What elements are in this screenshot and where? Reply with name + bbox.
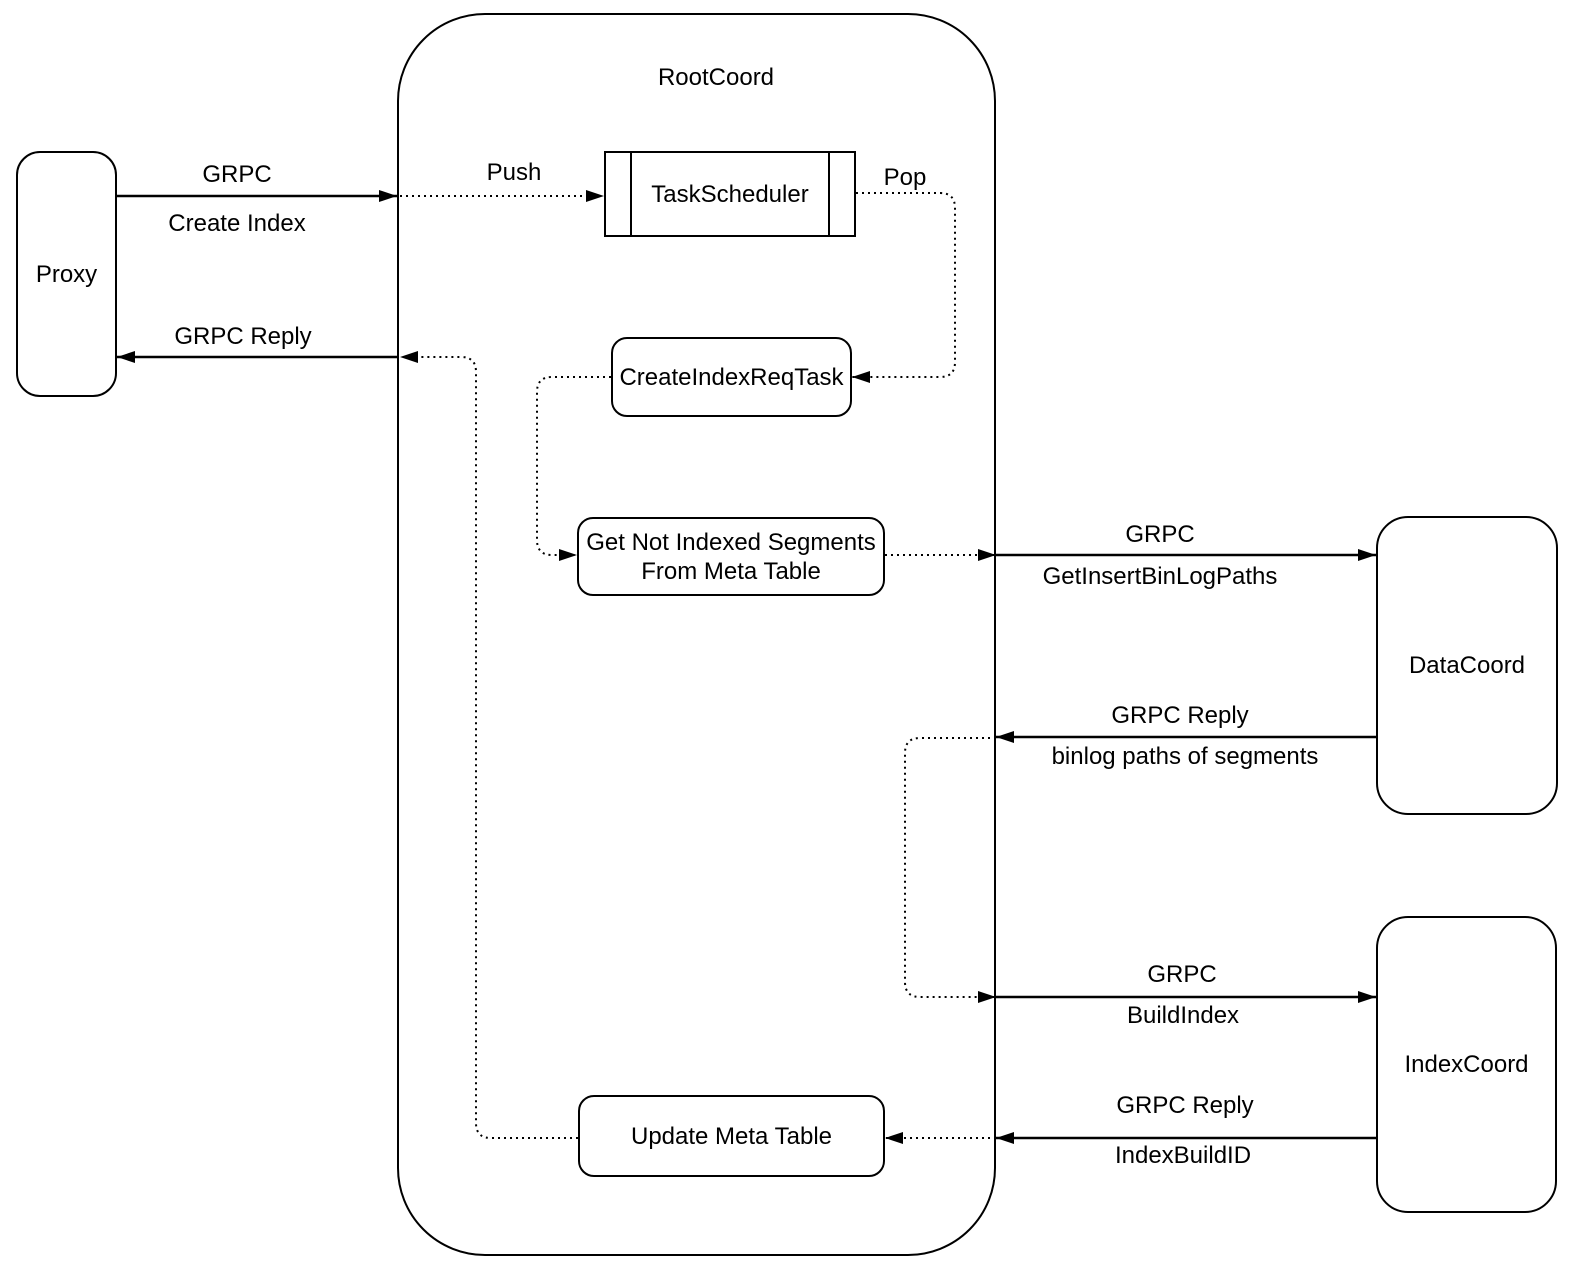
node-update-meta-table: Update Meta Table [578,1095,885,1177]
get-not-indexed-line1: Get Not Indexed Segments [586,528,876,556]
rootcoord-container [397,13,996,1256]
edge-task-to-get-segments [536,376,611,561]
task-scheduler-left-bar [630,150,632,238]
label-grpc-reply-to-proxy: GRPC Reply [171,323,315,351]
node-index-coord-label: IndexCoord [1404,1051,1529,1078]
label-binlog-reply-grpc: GRPC Reply [1108,702,1252,730]
label-getinsert-binlogpaths: GetInsertBinLogPaths [1039,563,1281,591]
label-buildindex-grpc: GRPC [1144,961,1220,989]
label-push: Push [483,159,545,187]
node-create-index-req-task: CreateIndexReqTask [611,337,852,417]
node-create-index-req-task-label: CreateIndexReqTask [619,363,844,391]
label-create-index-grpc: GRPC [199,161,275,189]
label-binlog-paths: binlog paths of segments [1048,743,1322,771]
task-scheduler-right-bar [828,150,830,238]
node-data-coord-label: DataCoord [1408,652,1526,679]
node-proxy: Proxy [16,151,117,397]
node-task-scheduler: TaskScheduler [604,150,856,238]
node-task-scheduler-label: TaskScheduler [651,180,809,208]
node-get-not-indexed-segments-label: Get Not Indexed Segments From Meta Table [586,528,876,586]
label-indexbuild-reply-grpc: GRPC Reply [1113,1092,1257,1120]
edge-binlog-to-build-index [904,737,996,1003]
node-proxy-label: Proxy [35,260,98,288]
label-pop: Pop [880,164,930,192]
node-data-coord: DataCoord [1376,516,1558,815]
rootcoord-title: RootCoord [657,64,775,91]
label-buildindex: BuildIndex [1123,1002,1243,1030]
label-getinsert-grpc: GRPC [1122,521,1198,549]
edge-update-meta-to-grpc-reply [400,351,578,1139]
get-not-indexed-line2: From Meta Table [641,557,821,585]
label-create-index: Create Index [165,210,309,238]
node-index-coord: IndexCoord [1376,916,1557,1213]
node-update-meta-table-label: Update Meta Table [630,1122,833,1150]
edge-pop [852,192,956,383]
node-get-not-indexed-segments: Get Not Indexed Segments From Meta Table [577,517,885,596]
label-indexbuildid: IndexBuildID [1111,1142,1255,1170]
